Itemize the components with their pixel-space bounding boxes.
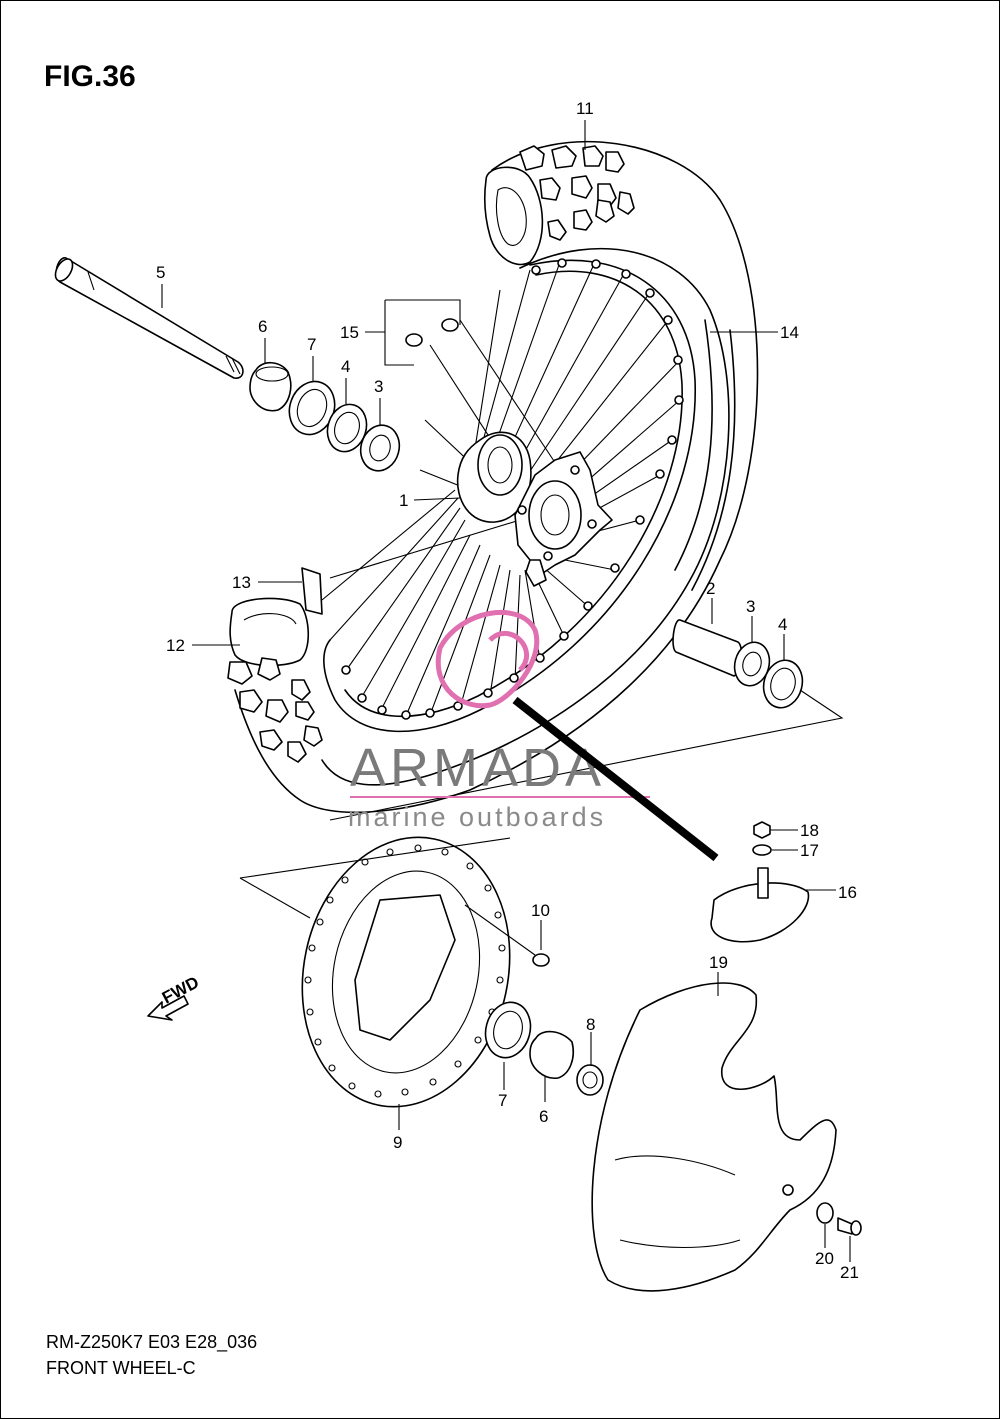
figure-title: FIG.36: [44, 60, 136, 93]
callout-14: 14: [780, 323, 799, 342]
left-bearing-set: [249, 361, 401, 472]
lower-spacer-set: [484, 1001, 604, 1096]
rim-lock-set: [710, 821, 810, 943]
watermark: ARMADA marine outboards: [348, 609, 650, 832]
footer-model: RM-Z250K7 E03 E28_036: [46, 1332, 258, 1352]
spoke-bolts: [405, 318, 459, 347]
callout-6: 6: [258, 317, 267, 336]
callout-21: 21: [840, 1263, 859, 1282]
callout-3: 3: [374, 377, 383, 396]
callout-9: 9: [393, 1133, 402, 1152]
callout-3b: 3: [746, 597, 755, 616]
tire: [227, 140, 759, 814]
callout-5: 5: [156, 263, 165, 282]
rim-lock: [301, 567, 323, 615]
callout-10: 10: [531, 901, 550, 920]
callout-19: 19: [709, 953, 728, 972]
cover-fasteners: [816, 1202, 862, 1236]
callout-20: 20: [815, 1249, 834, 1268]
pointer-line: [512, 696, 719, 862]
front-axle: [54, 257, 244, 379]
callout-8: 8: [586, 1015, 595, 1034]
watermark-tagline: marine outboards: [348, 802, 606, 832]
brake-disc: [301, 836, 511, 1108]
callout-4b: 4: [778, 615, 787, 634]
callout-17: 17: [800, 841, 819, 860]
callout-4: 4: [341, 357, 350, 376]
callout-12: 12: [166, 636, 185, 655]
watermark-logo: [435, 609, 540, 709]
hub: [456, 431, 613, 587]
callout-15: 15: [340, 323, 359, 342]
footer-name: FRONT WHEEL-C: [46, 1358, 196, 1378]
callout-16: 16: [838, 883, 857, 902]
guide-lines: [239, 299, 844, 919]
callout-6b: 6: [539, 1107, 548, 1126]
watermark-brand: ARMADA: [350, 738, 605, 798]
callout-1: 1: [399, 491, 408, 510]
callout-11: 11: [576, 99, 594, 118]
spoke-nipples: [341, 258, 684, 720]
callout-18: 18: [800, 821, 819, 840]
right-bearing-set: [672, 619, 804, 709]
disc-cover: [591, 982, 837, 1292]
callout-13: 13: [232, 573, 251, 592]
callout-7: 7: [307, 335, 316, 354]
callout-7b: 7: [498, 1091, 507, 1110]
callout-2: 2: [706, 579, 715, 598]
fwd-arrow: FWD: [147, 973, 202, 1021]
disc-bolt: [464, 904, 550, 967]
callouts: 11 5 6 7 4 3 15 1 14 13 12 2 3 4 18 17 1…: [156, 99, 859, 1282]
